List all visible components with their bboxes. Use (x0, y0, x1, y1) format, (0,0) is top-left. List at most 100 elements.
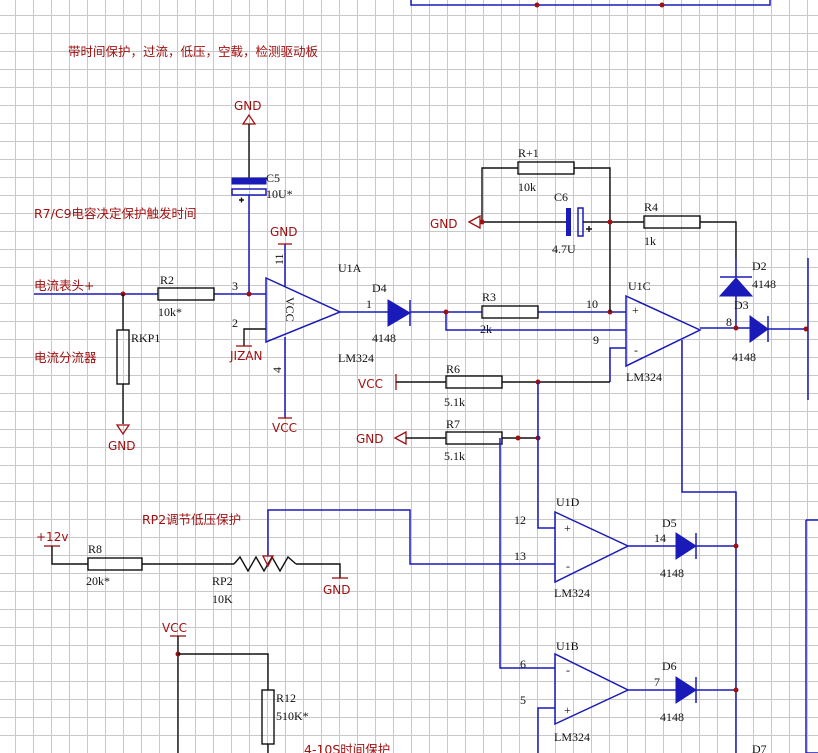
d7-ref: D7 (752, 742, 767, 753)
u1d-ref: U1D (556, 495, 580, 509)
r6-ref: R6 (446, 362, 460, 376)
u1d-part: LM324 (554, 586, 590, 600)
d5-ref: D5 (662, 516, 677, 530)
rkp1-ref: RKP1 (131, 331, 160, 345)
u1a-pin11: 11 (272, 253, 286, 265)
u1b-part: LM324 (554, 730, 590, 744)
shunt-label: 电流分流器 (34, 350, 97, 365)
u1b-pin6: 6 (520, 657, 526, 671)
r4-value: 1k (644, 234, 656, 248)
resistor-r7 (393, 430, 541, 446)
u1c-part: LM324 (626, 370, 662, 384)
u1a-pin4: 4 (270, 367, 284, 373)
vcc-label-r12: VCC (162, 621, 187, 635)
r4-ref: R4 (644, 200, 658, 214)
u1d-minus: - (566, 559, 570, 573)
opamp-u1d (267, 509, 739, 584)
opamp-u1c (609, 258, 809, 753)
current-meter-label: 电流表头+ (34, 278, 94, 293)
d6-value: 4148 (660, 710, 684, 724)
u1d-plus: + (564, 521, 571, 535)
jizan-label: JIZAN (229, 349, 262, 363)
u1b-minus: - (566, 663, 570, 677)
r7-value: 5.1k (444, 449, 465, 463)
u1d-pin12: 12 (514, 513, 526, 527)
u1a-output-wire (340, 299, 626, 331)
u1c-pin8: 8 (726, 315, 732, 329)
opamp-u1b (554, 652, 739, 726)
u1c-pin9: 9 (593, 333, 599, 347)
gnd-label-rp2: GND (323, 583, 351, 597)
r3-value: 2k (480, 322, 492, 336)
title-note: 带时间保护，过流，低压，空载，检测驱动板 (68, 44, 319, 59)
r6-value: 5.1k (444, 395, 465, 409)
d5-value: 4148 (660, 566, 684, 580)
c6-value: 4.7U (552, 242, 576, 256)
c5-ref: C5 (266, 171, 280, 185)
u1a-part: LM324 (338, 351, 374, 365)
divider-wiring (499, 382, 555, 753)
top-frame (410, 0, 771, 8)
r12-value: 510K* (276, 709, 309, 723)
r8-value: 20k* (86, 574, 110, 588)
plus12-label: +12v (36, 530, 68, 544)
vcc-label-u1a: VCC (272, 421, 297, 435)
gnd-label-rkp1: GND (108, 439, 136, 453)
u1c-ref: U1C (628, 279, 651, 293)
r7-ref: R7 (446, 417, 460, 431)
u1b-ref: U1B (556, 639, 579, 653)
u1b-plus: + (564, 703, 571, 717)
resistor-r2 (157, 287, 215, 301)
r8-ref: R8 (88, 542, 102, 556)
rp2-note: RP2调节低压保护 (142, 512, 241, 527)
gnd-label-r7: GND (356, 432, 384, 446)
capacitor-c5 (231, 113, 267, 297)
r2-value: 10k* (158, 305, 182, 319)
u1a-vcc-text: VCC (283, 297, 297, 322)
gnd-label-u1a: GND (270, 225, 298, 239)
gnd-label-feedback: GND (430, 217, 458, 231)
resistor-rkp1 (115, 294, 131, 436)
u1b-pin5: 5 (520, 693, 526, 707)
timing-section (170, 635, 275, 753)
feedback-network (467, 161, 737, 312)
u1a-pin2: 2 (232, 316, 238, 330)
bottom-note: 4-10S时间保护 (304, 742, 390, 753)
rp2-value: 10K (212, 592, 233, 606)
u1d-pin13: 13 (514, 549, 526, 563)
u1b-pin7: 7 (654, 675, 660, 689)
diode-d2 (718, 258, 754, 328)
gnd-label-c5: GND (234, 99, 262, 113)
d4-ref: D4 (372, 281, 387, 295)
r7c9-note: R7/C9电容决定保护触发时间 (34, 206, 197, 221)
u1a-pin1: 1 (366, 297, 372, 311)
rp2-ref: RP2 (212, 574, 233, 588)
d3-value: 4148 (732, 350, 756, 364)
vcc-label-r6: VCC (358, 377, 383, 391)
resistor-r6 (395, 374, 610, 390)
d3-ref: D3 (734, 298, 749, 312)
c6-ref: C6 (554, 190, 568, 204)
u1d-pin14: 14 (654, 531, 666, 545)
u1c-plus: + (632, 303, 639, 317)
resistor-r3 (481, 305, 539, 319)
r1-ref: R+1 (518, 146, 539, 160)
r12-ref: R12 (276, 691, 296, 705)
d4-value: 4148 (372, 331, 396, 345)
low-voltage-section (44, 545, 348, 579)
d2-value: 4148 (752, 277, 776, 291)
d2-ref: D2 (752, 259, 767, 273)
r3-ref: R3 (482, 290, 496, 304)
c5-value: 10U* (266, 187, 293, 201)
opamp-u1a (236, 243, 342, 419)
u1c-minus: - (634, 343, 638, 357)
u1a-ref: U1A (338, 261, 362, 275)
u1a-pin3: 3 (232, 279, 238, 293)
r2-ref: R2 (160, 273, 174, 287)
u1c-pin10: 10 (586, 297, 598, 311)
r1-value: 10k (518, 180, 536, 194)
d6-ref: D6 (662, 659, 677, 673)
right-frame (805, 519, 818, 753)
